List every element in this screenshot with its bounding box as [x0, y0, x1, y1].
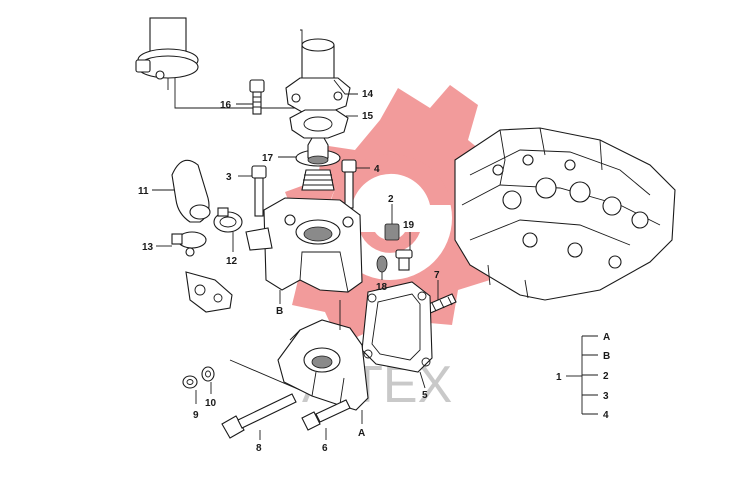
callout-8: 8: [256, 443, 262, 454]
callout-13: 13: [142, 242, 154, 253]
callout-7: 7: [434, 270, 440, 281]
callout-18: 18: [376, 282, 388, 293]
bolt-4: [341, 159, 357, 209]
callout-19: 19: [403, 220, 415, 231]
legend-item-A: A: [603, 332, 610, 343]
callout-12: 12: [226, 256, 238, 267]
thermostat: [295, 137, 341, 191]
callout-10: 10: [205, 398, 217, 409]
bolt-8: [221, 393, 297, 439]
mounting-bracket: [185, 271, 233, 313]
callout-15: 15: [362, 111, 374, 122]
callout-14: 14: [362, 89, 374, 100]
legend-item-3: 3: [603, 391, 609, 402]
washer-9: [182, 375, 198, 389]
callout-6: 6: [322, 443, 328, 454]
callout-3: 3: [226, 172, 232, 183]
gasket-5: [361, 281, 433, 373]
legend-item-B: B: [603, 351, 610, 362]
outlet-gasket: [289, 109, 349, 139]
assembly-legend: 1 A B 2 3 4: [556, 332, 610, 421]
legend-item-2: 2: [603, 371, 609, 382]
hose-clamp-13: [171, 231, 207, 257]
callout-B: B: [276, 306, 283, 317]
bolt-16: [249, 79, 265, 115]
legend-root: 1: [556, 372, 562, 383]
callout-9: 9: [193, 410, 199, 421]
callout-4: 4: [374, 164, 380, 175]
cylinder-head: [454, 127, 676, 301]
upper-hose-clamp: [135, 17, 199, 80]
callout-A: A: [358, 428, 365, 439]
callout-17: 17: [262, 153, 274, 164]
bolt-3: [251, 165, 267, 217]
bolt-6: [301, 399, 351, 431]
thermostat-housing: [245, 197, 363, 293]
washer-18: [376, 255, 388, 273]
thermostat-outlet-housing: [285, 38, 351, 113]
bypass-hose: [171, 159, 211, 223]
callout-11: 11: [138, 186, 149, 197]
legend-item-4: 4: [603, 410, 609, 421]
lower-housing: [277, 319, 369, 411]
callout-2: 2: [388, 194, 394, 205]
washer-10: [201, 366, 215, 382]
callout-16: 16: [220, 100, 232, 111]
hose-clip-12: [213, 207, 243, 233]
plug-2: [384, 223, 400, 241]
callout-5: 5: [422, 390, 428, 401]
plug-19: [395, 249, 413, 271]
